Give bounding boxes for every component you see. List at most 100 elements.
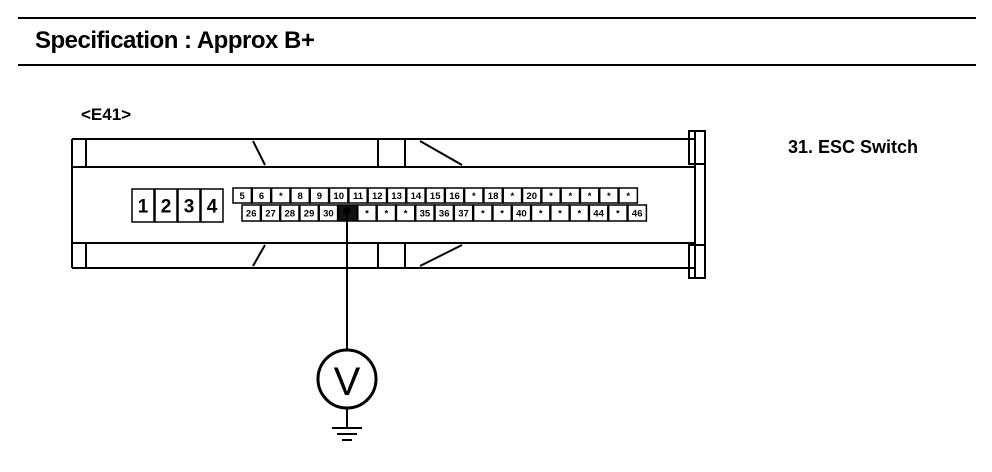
top-pin-20-label: * (607, 191, 611, 202)
voltmeter-symbol: V (334, 360, 361, 404)
top-pin-3-label: * (279, 191, 283, 202)
top-pin-4-label: 8 (297, 191, 302, 202)
bottom-pin-12: 37 (453, 204, 474, 222)
top-pin-5: 9 (309, 187, 330, 204)
specification-value: Approx B+ (196, 27, 315, 54)
bottom-pin-14-label: * (500, 208, 504, 219)
top-pin-7-box (348, 187, 368, 204)
top-pin-1-label: 5 (240, 191, 246, 202)
pin-description: 31. ESC Switch (788, 137, 919, 157)
top-pin-12: 16 (444, 187, 465, 204)
top-pin-2: 6 (251, 187, 272, 204)
top-pin-12-label: 16 (449, 191, 460, 202)
bottom-pin-3-label: 28 (285, 208, 296, 219)
bottom-pin-9: * (395, 204, 416, 222)
bottom-pin-11-box (434, 204, 455, 222)
top-pin-15-label: * (511, 191, 515, 202)
bottom-pin-17-label: * (558, 208, 562, 219)
bottom-pin-20: * (607, 204, 628, 222)
top-pin-6: 10 (328, 187, 349, 204)
bottom-pin-8-box (376, 204, 397, 222)
large-pin-2-box (154, 188, 178, 223)
connector-body (71, 130, 706, 279)
bottom-pin-4-box (299, 204, 320, 222)
bottom-pin-16-label: * (539, 208, 543, 219)
large-pin-2: 2 (154, 188, 178, 223)
probe-wire (343, 207, 351, 350)
bottom-pin-1: 26 (241, 204, 262, 222)
bottom-pin-8-label: * (384, 208, 388, 219)
bottom-pin-1-box (241, 204, 262, 222)
bottom-pin-18-box (569, 204, 590, 222)
bottom-pin-20-box (607, 204, 628, 222)
ground-icon (332, 408, 362, 441)
bottom-pin-2-box (260, 204, 281, 222)
top-pin-2-label: 6 (259, 191, 264, 202)
bottom-pin-15-label: 40 (516, 208, 527, 219)
top-pin-20: * (598, 187, 619, 204)
bottom-pin-12-box (453, 204, 474, 222)
bottom-pin-8: * (376, 204, 397, 222)
bottom-pin-7: * (357, 204, 377, 222)
bottom-pin-1-label: 26 (246, 208, 257, 219)
large-pin-1: 1 (131, 188, 155, 223)
bottom-pin-21-label: 46 (632, 208, 643, 219)
bottom-pin-2-label: 27 (265, 208, 276, 219)
top-pin-10-label: 14 (411, 191, 422, 202)
top-pin-3: * (270, 187, 291, 204)
top-pin-7: 11 (348, 187, 368, 204)
top-pin-2-box (251, 187, 272, 204)
large-pin-4: 4 (200, 188, 224, 223)
top-pin-16-box (521, 187, 542, 204)
bottom-pin-5-label: 30 (323, 208, 334, 219)
large-pin-3-label: 3 (184, 196, 195, 217)
top-pin-15: * (502, 187, 523, 204)
top-pin-19-box (579, 187, 600, 204)
bottom-pin-18: * (569, 204, 590, 222)
top-pin-18-box (560, 187, 581, 204)
bottom-pin-4-label: 29 (304, 208, 315, 219)
top-pin-9-box (386, 187, 407, 204)
top-pin-8: 12 (367, 187, 388, 204)
header-rule-top (18, 17, 976, 19)
top-pin-15-box (502, 187, 523, 204)
connector-id: <E41> (81, 105, 132, 124)
bottom-pin-18-label: * (577, 208, 581, 219)
top-pin-19: * (579, 187, 600, 204)
top-pin-16: 20 (521, 187, 542, 204)
top-pin-11-box (425, 187, 446, 204)
bottom-pin-5: 30 (318, 204, 339, 222)
top-pin-1-box (232, 187, 253, 204)
top-pin-3-box (270, 187, 291, 204)
top-pin-1: 5 (232, 187, 253, 204)
bottom-pin-19-box (588, 204, 609, 222)
top-pin-11: 15 (425, 187, 446, 204)
bottom-pin-9-label: * (404, 208, 408, 219)
large-pin-2-label: 2 (161, 196, 172, 217)
bottom-pin-17: * (550, 204, 570, 222)
bottom-pin-13-label: * (481, 208, 485, 219)
top-pin-12-box (444, 187, 465, 204)
large-pin-3-box (177, 188, 201, 223)
specification-line: Specification : Approx B+ (35, 27, 315, 55)
top-pin-21: * (618, 187, 639, 204)
top-pin-18-label: * (568, 191, 572, 202)
top-pin-20-box (598, 187, 619, 204)
bottom-pin-17-box (550, 204, 570, 222)
bottom-pin-10-label: 35 (420, 208, 431, 219)
bottom-pin-15: 40 (511, 204, 532, 222)
top-pin-16-label: 20 (526, 191, 537, 202)
bottom-pin-2: 27 (260, 204, 281, 222)
bottom-pin-16-box (530, 204, 551, 222)
top-pin-9: 13 (386, 187, 407, 204)
bottom-pin-19: 44 (588, 204, 609, 222)
bottom-pin-11-label: 36 (439, 208, 450, 219)
bottom-pin-11: 36 (434, 204, 455, 222)
bottom-pin-4: 29 (299, 204, 320, 222)
voltmeter-icon: V (316, 348, 378, 410)
top-pin-14-box (483, 187, 504, 204)
top-pin-21-box (618, 187, 639, 204)
